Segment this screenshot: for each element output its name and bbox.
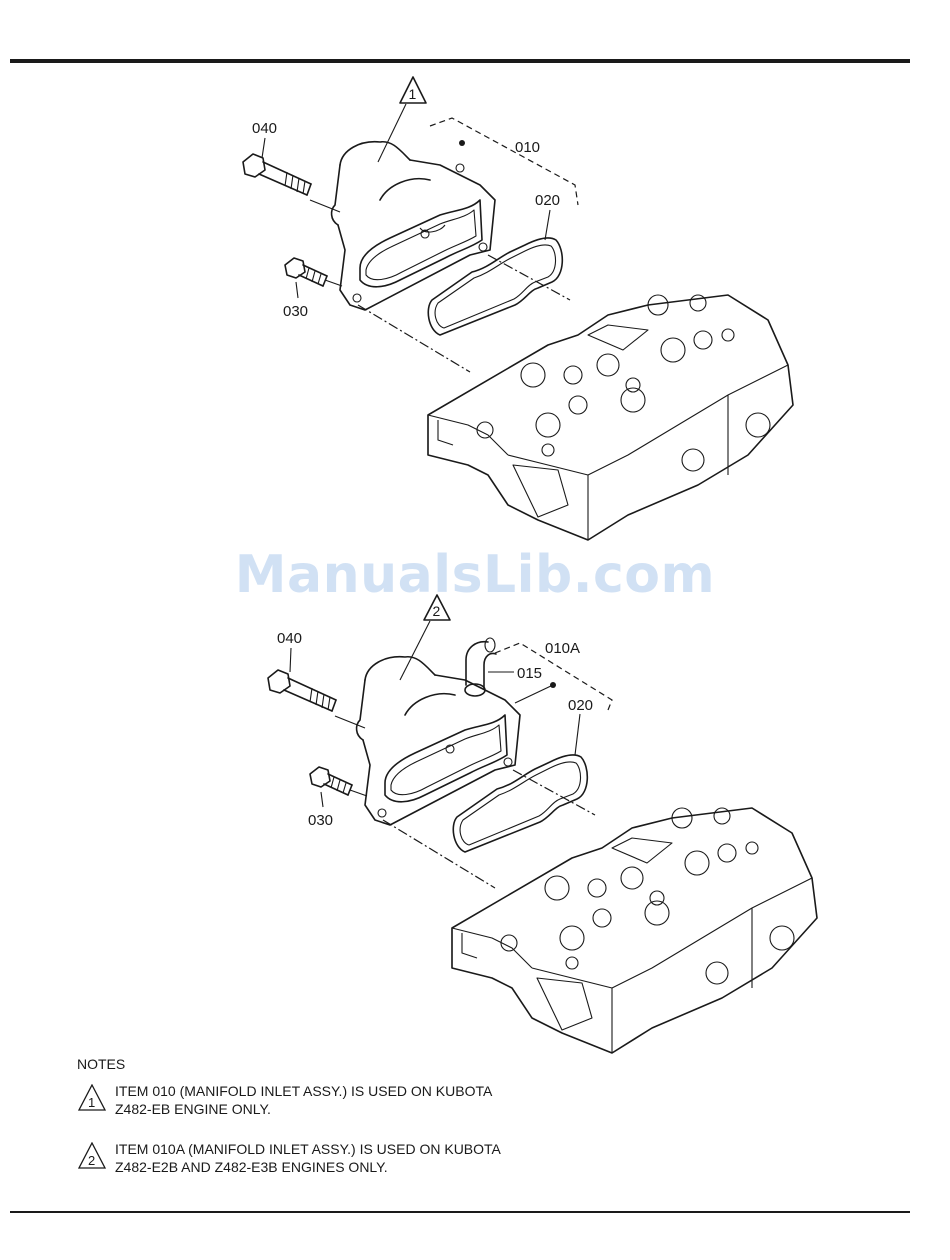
svg-text:015: 015: [517, 665, 542, 682]
note-text-line: Z482-E2B AND Z482-E3B ENGINES ONLY.: [115, 1158, 501, 1176]
note-item-1: 1 ITEM 010 (MANIFOLD INLET ASSY.) IS USE…: [77, 1082, 501, 1118]
notes-title: NOTES: [77, 1056, 501, 1072]
ref-triangle-icon: 2: [77, 1142, 107, 1170]
svg-text:010: 010: [515, 139, 540, 156]
cylinder-head-1: [428, 295, 793, 540]
gasket-020: [428, 238, 562, 335]
diagram-1: 1 010 020: [243, 77, 793, 540]
bolt-030-b: [310, 767, 352, 795]
gasket-020-b: [453, 755, 587, 852]
watermark: ManualsLib.com: [0, 545, 950, 605]
bolt-040: [243, 154, 311, 195]
svg-text:010A: 010A: [545, 640, 580, 657]
note-item-2: 2 ITEM 010A (MANIFOLD INLET ASSY.) IS US…: [77, 1140, 501, 1176]
svg-text:1: 1: [88, 1095, 95, 1110]
ref-triangle-1: 1: [400, 77, 426, 103]
ref-triangle-icon: 1: [77, 1084, 107, 1112]
notes-section: NOTES 1 ITEM 010 (MANIFOLD INLET ASSY.) …: [77, 1056, 501, 1198]
svg-text:020: 020: [535, 192, 560, 209]
svg-text:030: 030: [308, 812, 333, 829]
svg-text:2: 2: [433, 603, 441, 619]
svg-text:030: 030: [283, 303, 308, 320]
svg-text:040: 040: [277, 630, 302, 647]
bottom-rule: [10, 1211, 910, 1213]
bolt-040-b: [268, 670, 336, 711]
note-text-line: ITEM 010A (MANIFOLD INLET ASSY.) IS USED…: [115, 1140, 501, 1158]
note-text-line: ITEM 010 (MANIFOLD INLET ASSY.) IS USED …: [115, 1082, 501, 1100]
manifold-inlet-010: [332, 142, 495, 310]
svg-text:020: 020: [568, 697, 593, 714]
cylinder-head-2: [452, 808, 817, 1053]
svg-text:1: 1: [409, 86, 417, 102]
svg-text:2: 2: [88, 1153, 95, 1168]
svg-text:040: 040: [252, 120, 277, 137]
bolt-030: [285, 258, 327, 286]
note-text-line: Z482-EB ENGINE ONLY.: [115, 1100, 501, 1118]
diagram-2: 2 010A 015 020: [268, 595, 817, 1053]
